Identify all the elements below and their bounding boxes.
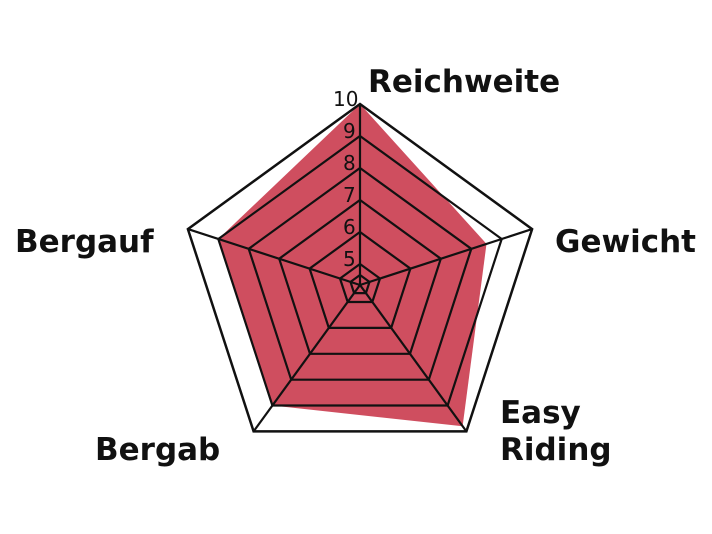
tick-label-6: 6 — [343, 215, 356, 239]
grid-ring — [186, 102, 534, 433]
grid-ring — [277, 198, 443, 355]
tick-labels: 5 6 7 8 9 10 — [333, 87, 358, 271]
axis-spoke — [252, 284, 361, 433]
tick-label-5: 5 — [343, 247, 356, 271]
axis-label-bergab: Bergab — [95, 432, 220, 468]
tick-label-7: 7 — [343, 183, 356, 207]
tick-label-9: 9 — [343, 119, 356, 143]
axis-spoke — [187, 228, 361, 287]
axis-label-gewicht: Gewicht — [555, 224, 696, 260]
axis-spoke — [359, 284, 468, 433]
grid-ring — [247, 166, 473, 381]
axis-label-bergauf: Bergauf — [15, 224, 154, 260]
data-polygon — [218, 104, 487, 427]
grid-layer — [186, 102, 534, 433]
axis-label-riding: Riding — [500, 432, 612, 468]
tick-label-8: 8 — [343, 151, 356, 175]
grid-ring — [217, 134, 503, 407]
tick-label-10: 10 — [333, 87, 358, 111]
axis-label-reichweite: Reichweite — [368, 64, 560, 100]
data-polygon-layer — [218, 104, 487, 427]
grid-ring — [338, 262, 382, 304]
axis-label-easy: Easy — [500, 395, 581, 431]
grid-ring — [349, 273, 371, 295]
axis-spoke — [359, 228, 533, 287]
grid-ring — [308, 230, 412, 329]
